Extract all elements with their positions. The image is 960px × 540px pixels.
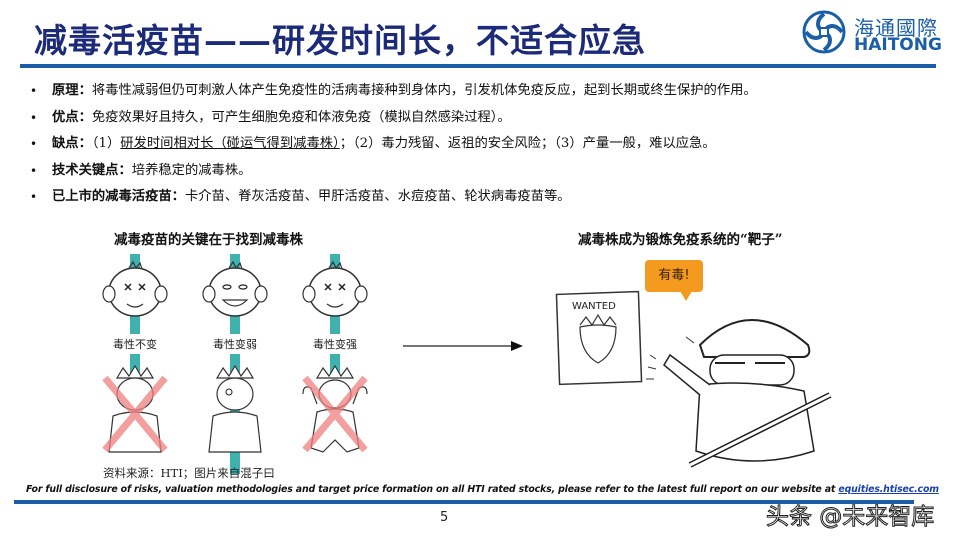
bullet-label: 已上市的减毒活疫苗：: [52, 189, 185, 204]
strain-label: 毒性不变: [113, 338, 157, 351]
monkey-face-icon: [302, 260, 368, 317]
website-link[interactable]: equities.htisec.com: [838, 484, 939, 495]
monkey-face-icon: [202, 260, 268, 317]
king-crossed-icon: [102, 364, 168, 453]
bullet-dot-icon: •: [30, 163, 38, 178]
page-title: 减毒活疫苗——研发时间长，不适合应急: [34, 21, 646, 60]
bullet-text: 将毒性减弱但仍可刺激人体产生免疫性的活病毒接种到身体内，引发机体免疫反应，起到长…: [91, 83, 757, 98]
strain-label: 毒性变弱: [213, 338, 257, 351]
watermark: 头条 @未来智库: [765, 504, 935, 531]
teal-bar: [130, 354, 140, 374]
bullet-text: 培养稳定的减毒株。: [131, 162, 252, 178]
monkey-illustration: 毒性不变 毒性变弱: [95, 254, 395, 474]
bullet-label: 优点：: [52, 109, 92, 125]
immune-soldier-illustration: 有毒! WANTED: [550, 255, 850, 480]
source-note: 资料来源：HTI；图片来自混子曰: [103, 466, 275, 480]
top-divider: [20, 64, 936, 68]
monkey-face-icon: [102, 260, 168, 317]
teal-bar: [330, 354, 340, 374]
speech-bubble-tail: [680, 291, 692, 301]
logo-en-text: HAITONG: [854, 35, 942, 55]
speech-bubble: 有毒!: [645, 260, 703, 292]
strain-label: 毒性变强: [313, 338, 357, 351]
bullet-principle: • 原理：将毒性减弱但仍可刺激人体产生免疫性的活病毒接种到身体内，引发机体免疫反应…: [30, 78, 930, 105]
bullet-list: • 原理：将毒性减弱但仍可刺激人体产生免疫性的活病毒接种到身体内，引发机体免疫反应…: [30, 78, 930, 211]
haitong-logo-icon: [802, 10, 846, 54]
logo-cn-text: 海通國際: [854, 16, 938, 40]
bullet-text: （1）: [91, 136, 121, 151]
bullet-marketed: • 已上市的减毒活疫苗：卡介苗、脊灰活疫苗、甲肝活疫苗、水痘疫苗、轮状病毒疫苗等。: [30, 184, 930, 211]
king-icon: [208, 364, 262, 453]
disclaimer-body: For full disclosure of risks, valuation …: [26, 484, 839, 495]
bottom-divider: [14, 500, 914, 504]
bullet-dot-icon: •: [30, 110, 38, 125]
right-panel-title: 减毒株成为锻炼免疫系统的“靶子”: [578, 232, 783, 248]
haitong-logo: 海通國際 HAITONG: [802, 8, 942, 58]
wanted-soldier-drawing-icon: WANTED: [555, 290, 832, 468]
left-panel-title: 减毒疫苗的关键在于找到减毒株: [114, 232, 303, 248]
wanted-text: WANTED: [572, 301, 616, 312]
bullet-text: 免疫效果好且持久，可产生细胞免疫和体液免疫（模拟自然感染过程）。: [91, 109, 511, 125]
bullet-key-tech: • 技术关键点：培养稳定的减毒株。: [30, 158, 930, 185]
strain-weakened: 毒性变弱: [195, 254, 275, 474]
strain-unchanged: 毒性不变: [95, 254, 175, 464]
bullet-label: 技术关键点：: [52, 162, 132, 178]
bullet-dot-icon: •: [30, 137, 38, 151]
bullet-text: 卡介苗、脊灰活疫苗、甲肝活疫苗、水痘疫苗、轮状病毒疫苗等。: [184, 189, 571, 204]
strain-strengthened: 毒性变强: [295, 254, 375, 464]
bullet-label: 缺点：: [52, 136, 92, 151]
bullet-label: 原理：: [52, 83, 92, 98]
bullet-disadvantages: • 缺点：（1）研发时间相对长（碰运气得到减毒株）；（2）毒力残留、返祖的安全风险…: [30, 131, 930, 158]
disclaimer-text: For full disclosure of risks, valuation …: [26, 484, 939, 495]
bullet-advantages: • 优点：免疫效果好且持久，可产生细胞免疫和体液免疫（模拟自然感染过程）。: [30, 105, 930, 132]
king-muscular-crossed-icon: [302, 364, 368, 453]
bullet-dot-icon: •: [30, 84, 38, 98]
right-arrow-icon: [403, 341, 523, 351]
bullet-text: ；（2）毒力残留、返祖的安全风险；（3）产量一般，难以应急。: [339, 136, 716, 151]
page-number: 5: [440, 510, 449, 525]
bullet-dot-icon: •: [30, 190, 38, 204]
bullet-underlined-text: 研发时间相对长（碰运气得到减毒株）: [120, 136, 340, 151]
